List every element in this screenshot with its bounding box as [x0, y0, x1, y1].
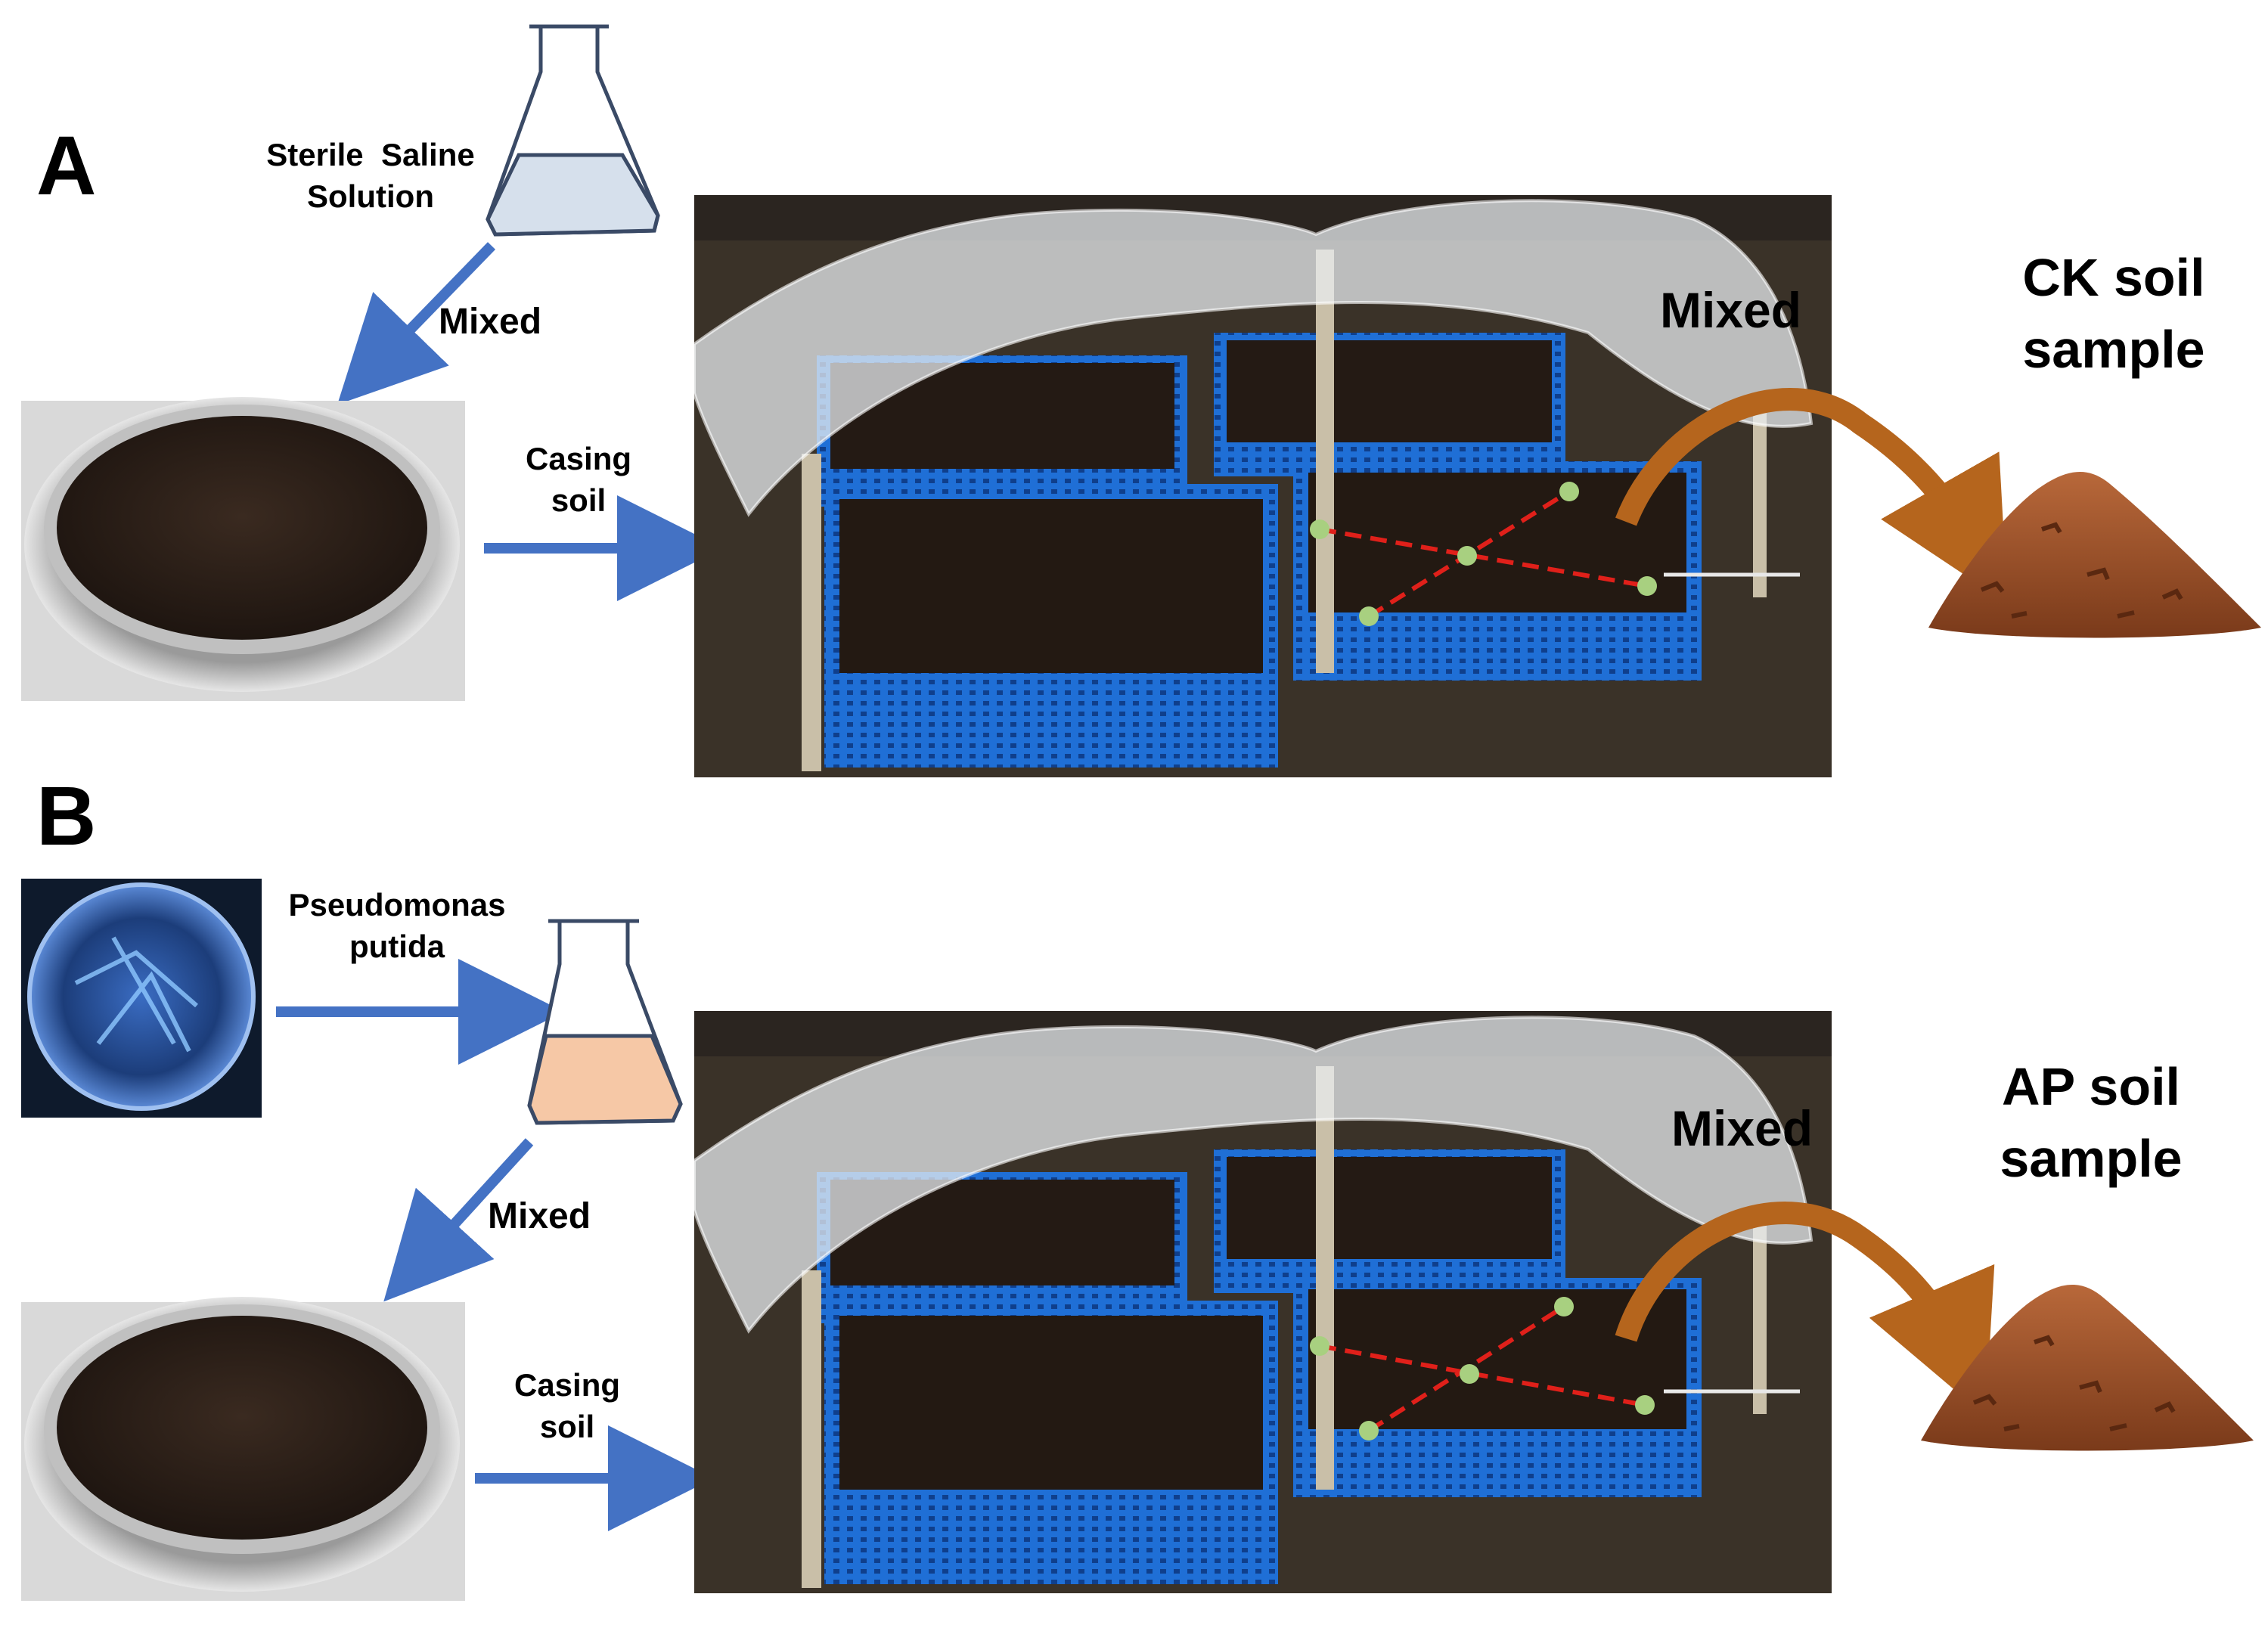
- sterile-saline-line1: Sterile Saline: [266, 137, 475, 172]
- pseudomonas-line2: putida: [349, 928, 445, 964]
- ck-sample-line2: sample: [2022, 319, 2205, 379]
- curved-arrow-b: [1615, 1202, 1995, 1416]
- greenhouse-photo: [693, 1011, 1832, 1593]
- mixed-arrow-a: [337, 242, 496, 405]
- casing-line1-b: Casing: [513, 1367, 621, 1403]
- ap-sample-line1: AP soil: [2001, 1057, 2180, 1116]
- soil-bowl-photo: [21, 397, 465, 701]
- sterile-saline-line2: Solution: [307, 178, 434, 214]
- casing-line1-a: Casing: [525, 441, 632, 476]
- ck-soil-sample-label: CK soil sample: [1974, 242, 2254, 385]
- ap-soil-sample-label: AP soil sample: [1951, 1051, 2231, 1194]
- pseudomonas-label: Pseudomonas putida: [280, 885, 514, 967]
- ck-sample-line1: CK soil: [2022, 248, 2205, 307]
- casing-soil-label-b: Casing soil: [492, 1365, 643, 1447]
- curved-arrow-a: [1615, 388, 2008, 604]
- sampling-pattern: [1310, 1297, 1655, 1440]
- soil-pile-icon: [1921, 1284, 2254, 1451]
- pseudomonas-line1: Pseudomonas: [288, 887, 506, 923]
- ap-sample-line2: sample: [2000, 1128, 2183, 1188]
- flask-icon: [527, 919, 683, 1125]
- sterile-saline-label: Sterile Saline Solution: [250, 135, 492, 217]
- panel-letter-a: A: [36, 119, 97, 212]
- field-mixed-label-a: Mixed: [1660, 282, 1802, 338]
- petri-dish-photo: [21, 879, 262, 1118]
- casing-line2-b: soil: [539, 1408, 595, 1444]
- field-mixed-label-b: Mixed: [1671, 1100, 1813, 1156]
- mixed-arrow-b: [383, 1138, 534, 1302]
- sampling-pattern: [1310, 482, 1657, 626]
- soil-pile-icon: [1928, 471, 2261, 638]
- mixed-label-a: Mixed: [439, 302, 542, 342]
- mixed-label-b: Mixed: [488, 1196, 591, 1236]
- soil-bowl-photo: [21, 1297, 465, 1601]
- casing-soil-label-a: Casing soil: [503, 439, 654, 521]
- flask-icon: [486, 24, 660, 237]
- casing-line2-a: soil: [551, 482, 607, 518]
- panel-letter-b: B: [36, 770, 97, 863]
- greenhouse-photo: [693, 195, 1832, 777]
